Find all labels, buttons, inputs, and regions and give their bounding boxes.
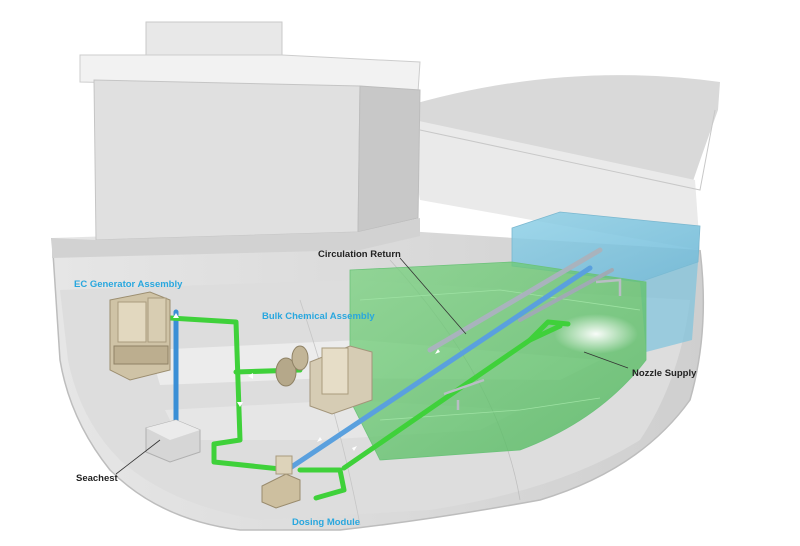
ballast-tank-blue: [511, 211, 701, 352]
ship-superstructure: [52, 21, 421, 258]
arrow-icon: [173, 313, 440, 451]
circulation-return-pipe: [173, 247, 614, 471]
circulation-return-label: Circulation Return: [318, 249, 401, 260]
nozzle-spray: [554, 314, 638, 354]
bulk-chemical-assembly: [275, 345, 373, 415]
dosing-module: [261, 455, 301, 509]
seachest: [145, 419, 201, 463]
bulk-chemical-assembly-label: Bulk Chemical Assembly: [262, 311, 375, 322]
leader-lines: [115, 257, 629, 475]
ec-generator-assembly-label: EC Generator Assembly: [74, 279, 183, 290]
seachest-label: Seachest: [76, 473, 118, 484]
dosing-module-label: Dosing Module: [292, 517, 361, 528]
nozzle-supply-label: Nozzle Supply: [632, 368, 697, 379]
ec-generator-assembly: [109, 291, 171, 381]
branch-pipes: [443, 278, 622, 410]
dosing-pipe-green: [167, 315, 571, 501]
